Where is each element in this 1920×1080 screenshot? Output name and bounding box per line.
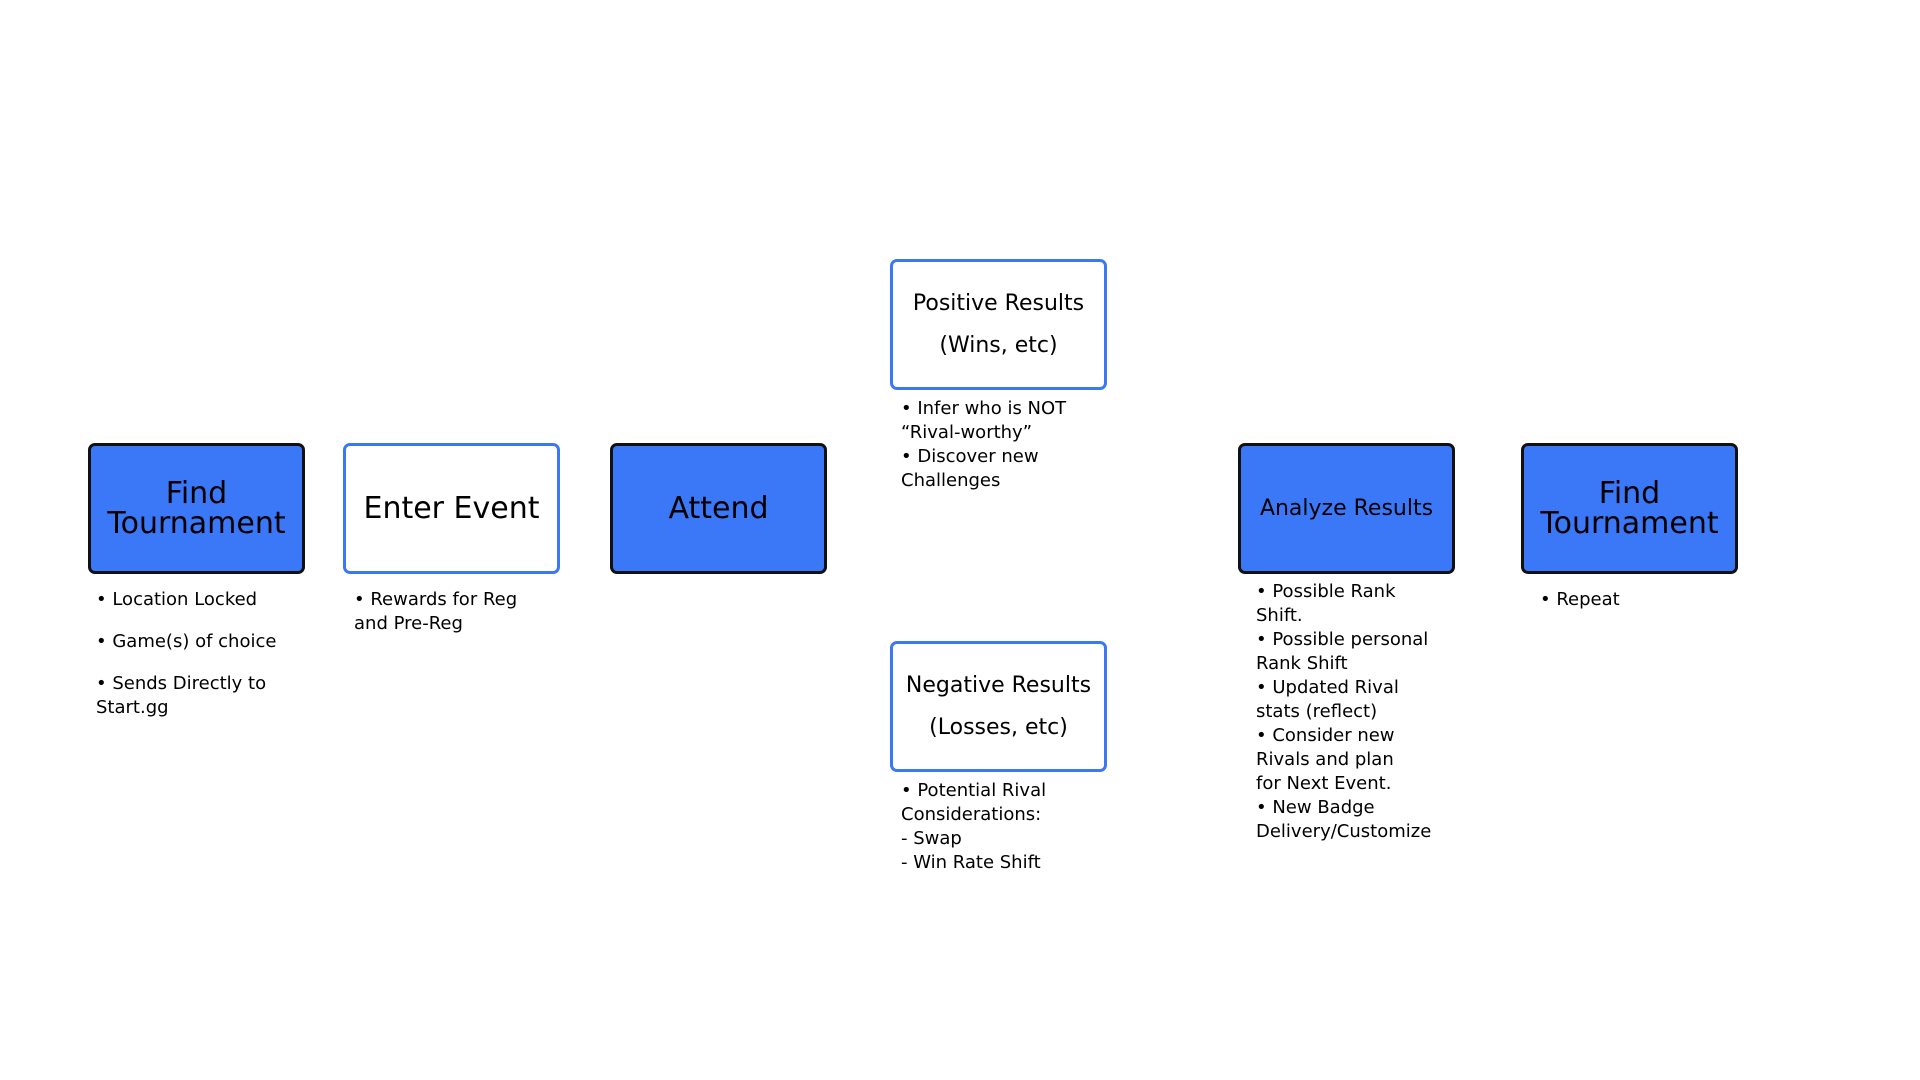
negative-results-notes: • Potential Rival Considerations: - Swap…: [901, 779, 1131, 875]
positive-results-label: Positive Results (Wins, etc): [912, 290, 1085, 358]
note-item: • New Badge Delivery/Customize: [1256, 797, 1432, 842]
note-item: • Possible personal Rank Shift: [1256, 629, 1429, 674]
note-item: • Infer who is NOT “Rival-worthy”: [901, 398, 1067, 443]
find-tournament-end-label: Find Tournament: [1540, 475, 1719, 541]
note-item: • Discover new Challenges: [901, 446, 1039, 491]
enter-event-label: Enter Event: [363, 490, 540, 526]
positive-results-node: Positive Results (Wins, etc): [890, 259, 1107, 390]
note-item: • Updated Rival stats (reflect): [1256, 677, 1399, 722]
negative-results-label: Negative Results (Losses, etc): [905, 672, 1092, 740]
analyze-results-notes: • Possible Rank Shift. • Possible person…: [1256, 580, 1496, 844]
positive-results-notes: • Infer who is NOT “Rival-worthy” • Disc…: [901, 397, 1131, 493]
analyze-results-label: Analyze Results: [1259, 496, 1434, 521]
note-item: • Consider new Rivals and plan for Next …: [1256, 725, 1395, 794]
negative-results-node: Negative Results (Losses, etc): [890, 641, 1107, 772]
enter-event-node: Enter Event: [343, 443, 560, 574]
note-item: • Location Locked: [96, 589, 258, 610]
analyze-results-node: Analyze Results: [1238, 443, 1455, 574]
attend-label: Attend: [668, 490, 769, 526]
note-item: • Game(s) of choice: [96, 631, 277, 652]
note-item: • Sends Directly to Start.gg: [96, 673, 267, 718]
find-tournament-start-node: Find Tournament: [88, 443, 305, 574]
find-tournament-start-label: Find Tournament: [107, 475, 286, 541]
note-item: • Repeat: [1540, 589, 1620, 610]
find-tournament-end-notes: • Repeat: [1540, 588, 1740, 612]
enter-event-notes: • Rewards for Reg and Pre-Reg: [354, 588, 584, 636]
find-tournament-start-notes: • Location Locked • Game(s) of choice • …: [96, 588, 326, 738]
attend-node: Attend: [610, 443, 827, 574]
note-item: • Potential Rival Considerations:: [901, 780, 1047, 825]
note-item: - Swap: [901, 828, 962, 849]
note-item: • Possible Rank Shift.: [1256, 581, 1396, 626]
find-tournament-end-node: Find Tournament: [1521, 443, 1738, 574]
note-item: • Rewards for Reg and Pre-Reg: [354, 589, 518, 634]
note-item: - Win Rate Shift: [901, 852, 1041, 873]
